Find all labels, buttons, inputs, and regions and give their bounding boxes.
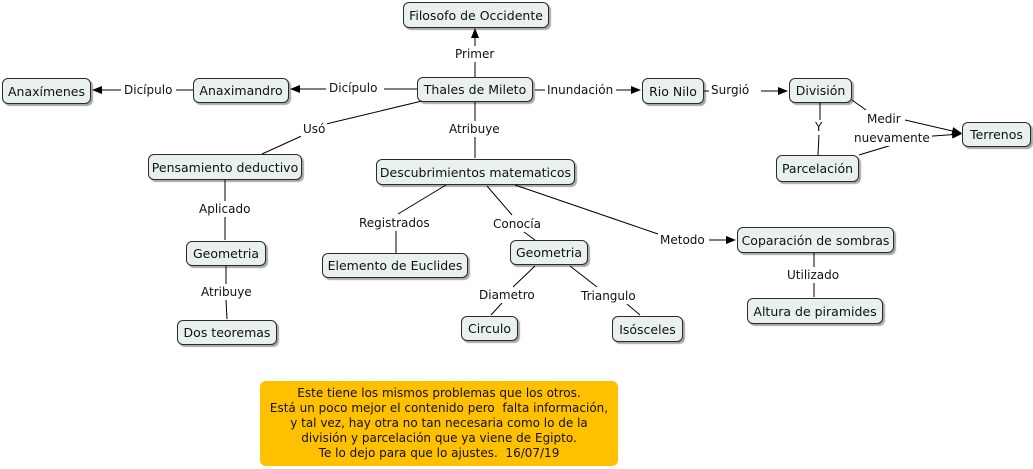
node-elemento-de-euclides[interactable]: Elemento de Euclides [322,253,468,278]
note-line: Está un poco mejor el contenido pero fal… [269,401,609,415]
link-label-triangulo: Triangulo [579,289,638,304]
node-parcelacion[interactable]: Parcelación [776,155,859,182]
node-rio-nilo[interactable]: Rio Nilo [642,78,704,104]
link-label-surgio: Surgió [709,83,752,98]
annotation-note[interactable]: Este tiene los mismos problemas que los … [260,381,618,466]
node-coparacion-de-sombras[interactable]: Coparación de sombras [737,227,894,253]
link-label-atribuye: Atribuye [199,285,254,300]
node-descubrimientos-matematicos[interactable]: Descubrimientos matematicos [376,159,575,185]
link-label-metodo: Metodo [658,233,707,248]
link-label-uso: Usó [301,122,328,137]
node-geometria-mid[interactable]: Geometria [510,240,588,265]
link-label-medir: Medir [865,112,903,127]
node-thales-de-mileto[interactable]: Thales de Mileto [417,77,533,102]
node-division[interactable]: División [789,78,852,103]
link-label-dicipulo: Dicípulo [122,83,175,98]
link-label-atribuye: Atribuye [447,122,502,137]
link-label-nuevamente: nuevamente [852,131,932,146]
note-line: Te lo dejo para que lo ajustes. 16/07/19 [318,446,560,460]
node-circulo[interactable]: Circulo [461,316,518,341]
node-anaximenes[interactable]: Anaxímenes [2,78,91,104]
link-label-dicipulo: Dicípulo [327,81,380,96]
link-label-aplicado: Aplicado [197,202,253,217]
node-filosofo-de-occidente[interactable]: Filosofo de Occidente [403,2,549,28]
note-line: Este tiene los mismos problemas que los … [297,386,581,400]
node-geometria-left[interactable]: Geometria [186,241,266,266]
link-label-inundacion: Inundación [545,83,616,98]
node-altura-de-piramides[interactable]: Altura de piramides [747,298,883,324]
link-label-conocia: Conocía [491,217,543,232]
node-dos-teoremas[interactable]: Dos teoremas [177,320,277,345]
link-label-registrados: Registrados [357,216,432,231]
node-anaximandro[interactable]: Anaximandro [193,78,289,103]
link-label-diametro: Diametro [477,288,537,303]
note-line: división y parcelación que ya viene de E… [301,431,577,445]
node-terrenos[interactable]: Terrenos [962,122,1031,147]
link-label-y: Y [813,120,825,135]
node-isosceles[interactable]: Isósceles [612,316,683,342]
link-label-utilizado: Utilizado [785,268,842,283]
note-line: y tal vez, hay otra no tan necesaria com… [290,416,588,430]
node-pensamiento-deductivo[interactable]: Pensamiento deductivo [148,154,302,180]
link-label-primer: Primer [453,47,497,62]
